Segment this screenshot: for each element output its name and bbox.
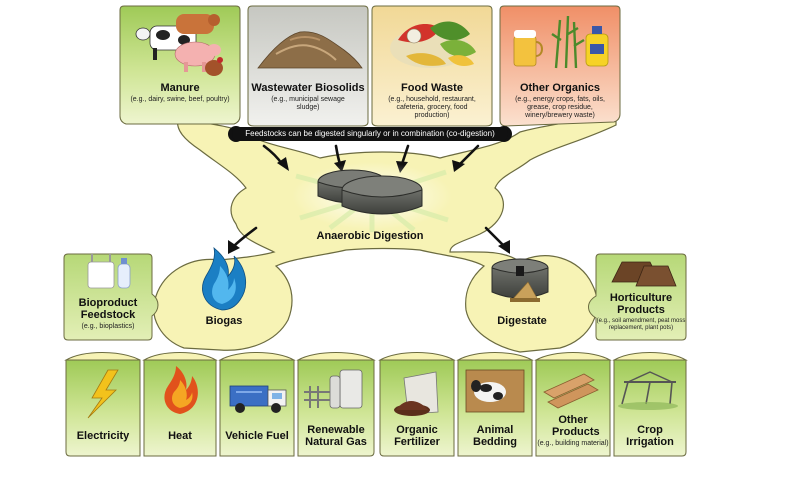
biosolids-label: Wastewater Biosolids (e.g., municipal se…: [250, 82, 366, 112]
other-products-label: Other Products (e.g., building material): [536, 414, 610, 448]
lightning-bolt-icon: [87, 369, 119, 419]
flame-icon: [202, 247, 247, 311]
food-scraps-icon: [390, 21, 476, 68]
biogas-label: Biogas: [205, 315, 243, 327]
other-products-title: Other Products: [552, 414, 600, 438]
vehicle-fuel-label: Vehicle Fuel: [225, 430, 289, 442]
organic-fertilizer-label: Organic Fertilizer: [394, 424, 440, 448]
other-organics-sub: (e.g., energy crops, fats, oils, grease,…: [515, 96, 605, 119]
bioproduct-sub: (e.g., bioplastics): [81, 323, 135, 330]
output-arrowheads: [228, 240, 510, 254]
horticulture-label: Horticulture Products (e.g., soil amendm…: [594, 292, 688, 332]
horticulture-card: [588, 253, 687, 341]
manure-sub: (e.g., dairy, swine, beef, poultry): [130, 96, 230, 103]
cow-bedding-icon: [465, 369, 525, 413]
heat-label: Heat: [168, 430, 192, 442]
co-digestion-banner: Feedstocks can be digested singularly or…: [232, 127, 508, 141]
cow-pig-chicken-icon: [135, 14, 223, 76]
crops-oil-icon: [513, 15, 609, 69]
bioproduct-label: Bioproduct Feedstock (e.g., bioplastics): [66, 297, 150, 331]
digestate-tank-icon: [491, 258, 549, 302]
digestate-label: Digestate: [497, 315, 547, 327]
sludge-pile-icon: [257, 31, 363, 69]
animal-bedding-label: Animal Bedding: [473, 424, 517, 448]
rng-label: Renewable Natural Gas: [305, 424, 367, 448]
bioproduct-card: [63, 253, 159, 341]
manure-title: Manure: [160, 82, 200, 94]
bioproduct-title: Bioproduct Feedstock: [78, 297, 138, 321]
manure-label: Manure (e.g., dairy, swine, beef, poultr…: [122, 82, 238, 104]
food-waste-sub: (e.g., household, restaurant, cafeteria,…: [388, 96, 476, 119]
heat-flame-icon: [164, 366, 198, 414]
crop-irrigation-label: Crop Irrigation: [626, 424, 674, 448]
irrigation-pivot-icon: [618, 371, 678, 410]
garbage-truck-icon: [229, 385, 287, 413]
other-products-sub: (e.g., building material): [537, 440, 609, 447]
anaerobic-digestion-label: Anaerobic Digestion: [316, 230, 424, 242]
horticulture-sub: (e.g., soil amendment, peat moss replace…: [596, 318, 686, 331]
electricity-label: Electricity: [76, 430, 130, 442]
food-waste-title: Food Waste: [401, 82, 463, 94]
biosolids-title: Wastewater Biosolids: [251, 82, 365, 94]
building-material-icon: [543, 373, 599, 409]
bottom-card-scallops: [64, 352, 688, 361]
horticulture-title: Horticulture Products: [609, 292, 673, 316]
other-organics-label: Other Organics (e.g., energy crops, fats…: [502, 82, 618, 120]
digester-tanks-icon: [317, 169, 423, 215]
other-organics-title: Other Organics: [519, 82, 601, 94]
gas-plant-icon: [304, 369, 363, 409]
fertilizer-bag-icon: [394, 371, 439, 416]
food-waste-label: Food Waste (e.g., household, restaurant,…: [374, 82, 490, 120]
biosolids-sub: (e.g., municipal sewage sludge): [271, 96, 345, 111]
